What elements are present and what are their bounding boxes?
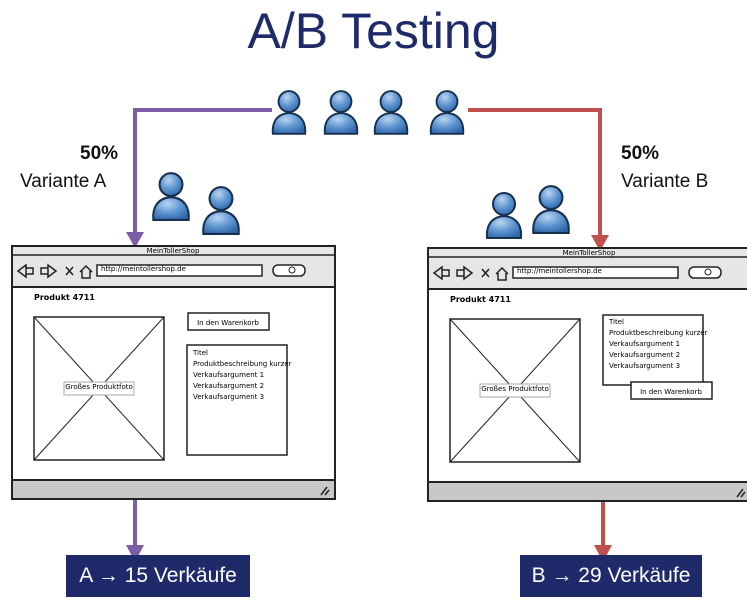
person-icon — [373, 90, 409, 135]
person-icon — [271, 90, 307, 135]
info-line: Verkaufsargument 1 — [193, 371, 264, 379]
person-icon — [202, 186, 240, 235]
mockup-a-content: MeinTollerShop http://meintollershop.de … — [34, 247, 292, 456]
product-title: Produkt 4711 — [450, 295, 511, 304]
url-text: http://meintollershop.de — [101, 265, 186, 273]
product-title: Produkt 4711 — [34, 293, 95, 302]
left-variant-label: Variante A — [20, 171, 107, 192]
info-line: Verkaufsargument 1 — [609, 340, 680, 348]
person-icon — [429, 90, 465, 135]
person-icon — [485, 192, 523, 239]
info-line: Verkaufsargument 3 — [609, 362, 680, 370]
mockup-b-content: MeinTollerShop http://meintollershop.de … — [450, 249, 713, 400]
left-result-arrowhead — [126, 545, 144, 562]
person-icon — [152, 172, 190, 221]
info-line: Produktbeschreibung kurzer — [193, 360, 292, 368]
right-variant-label: Variante B — [621, 171, 709, 192]
page-title: A/B Testing — [247, 3, 500, 59]
right-split-line — [468, 108, 602, 238]
person-icon — [532, 185, 570, 234]
person-icon — [323, 90, 359, 135]
image-label: Großes Produktfoto — [481, 385, 549, 393]
left-split-arrowhead — [126, 232, 144, 248]
info-line: Titel — [608, 318, 624, 326]
cart-button: In den Warenkorb — [197, 319, 259, 327]
info-line: Produktbeschreibung kurzer — [609, 329, 708, 337]
window-title: MeinTollerShop — [563, 249, 616, 257]
result-a: A → 15 Verkäufe — [66, 555, 250, 597]
left-split-line — [133, 108, 272, 235]
cart-button: In den Warenkorb — [640, 388, 702, 396]
info-line: Verkaufsargument 2 — [193, 382, 264, 390]
info-line: Verkaufsargument 2 — [609, 351, 680, 359]
right-result-arrowhead — [594, 545, 612, 562]
window-title: MeinTollerShop — [147, 247, 200, 255]
right-split-arrowhead — [591, 235, 609, 251]
left-percent: 50% — [80, 143, 119, 164]
right-percent: 50% — [621, 143, 660, 164]
image-label: Großes Produktfoto — [65, 383, 133, 391]
url-text: http://meintollershop.de — [517, 267, 602, 275]
info-line: Verkaufsargument 3 — [193, 393, 264, 401]
result-b: B → 29 Verkäufe — [520, 555, 702, 597]
info-line: Titel — [192, 349, 208, 357]
